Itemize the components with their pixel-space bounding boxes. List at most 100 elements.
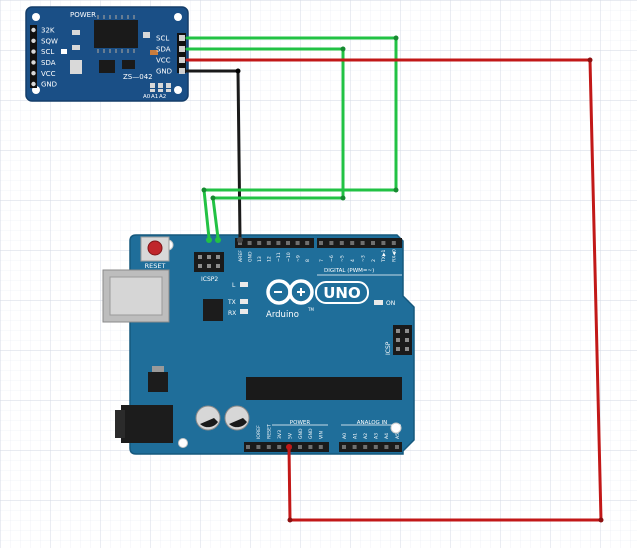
digital-header-right[interactable] — [317, 238, 402, 248]
power-pin-label: 3V3 — [277, 430, 283, 439]
rtc-mount-hole — [174, 13, 182, 21]
power-pin[interactable] — [246, 445, 250, 449]
digital-pin-label: ~6 — [329, 255, 335, 262]
digital-pin[interactable] — [339, 241, 344, 245]
arduino-brand-label: Arduino — [266, 310, 299, 320]
digital-pin[interactable] — [350, 241, 355, 245]
voltage-regulator — [148, 372, 168, 392]
tx-led — [240, 299, 248, 304]
rtc-left-pin[interactable] — [31, 38, 36, 43]
analog-pin[interactable] — [373, 445, 378, 449]
digital-pin[interactable] — [371, 241, 375, 245]
digital-pin[interactable] — [286, 241, 290, 245]
digital-pin[interactable] — [276, 241, 281, 245]
power-pin[interactable] — [298, 445, 302, 449]
digital-pin[interactable] — [319, 241, 323, 245]
rtc-component — [70, 60, 82, 74]
rtc-power-label: POWER — [70, 11, 96, 19]
rtc-component — [143, 32, 150, 38]
rtc-mount-hole — [174, 86, 182, 94]
analog-pin[interactable] — [395, 445, 399, 449]
rtc-left-pin-label: SCL — [41, 48, 54, 56]
reset-button-cap[interactable] — [147, 240, 163, 256]
digital-pin[interactable] — [295, 241, 300, 245]
digital-pin-label: ~3 — [360, 255, 366, 262]
power-pin[interactable] — [256, 445, 261, 449]
rtc-resistor — [150, 50, 158, 55]
digital-label: DIGITAL (PWM=~) — [324, 268, 374, 274]
rtc-right-pins — [179, 35, 185, 74]
power-pin[interactable] — [266, 445, 271, 449]
small-chip — [122, 60, 135, 69]
on-led-label: ON — [386, 300, 395, 307]
digital-pin[interactable] — [305, 241, 310, 245]
analog-header[interactable] — [339, 442, 402, 452]
rtc-left-pin[interactable] — [31, 60, 36, 65]
power-pin[interactable] — [318, 445, 323, 449]
digital-pin[interactable] — [247, 241, 252, 245]
icsp-label: ICSP — [385, 341, 392, 355]
trademark-label: TM — [307, 307, 314, 312]
digital-pin-label: AREF — [238, 250, 244, 262]
digital-pin[interactable] — [329, 241, 334, 245]
power-pin-label: GND — [298, 428, 304, 439]
digital-header-left[interactable] — [235, 238, 314, 248]
power-pin-label: RESET — [267, 424, 273, 439]
arduino-logo — [266, 279, 314, 305]
l-led — [240, 282, 248, 287]
digital-pin-label: ~9 — [295, 255, 301, 262]
rtc-right-pin[interactable] — [179, 46, 185, 52]
rtc-left-pin-label: SQW — [41, 37, 58, 45]
digital-pin-label: ~5 — [340, 255, 346, 262]
icsp2-pins — [198, 255, 220, 268]
power-pin[interactable] — [308, 445, 313, 449]
rtc-left-header[interactable] — [30, 25, 37, 88]
power-pin-label: IOREF — [256, 425, 262, 439]
mounting-hole — [178, 438, 188, 448]
tx-led-label: TX — [227, 299, 236, 306]
analog-pin[interactable] — [352, 445, 357, 449]
analog-pin[interactable] — [384, 445, 389, 449]
digital-pin[interactable] — [381, 241, 386, 245]
digital-pin[interactable] — [360, 241, 365, 245]
analog-pin-label: A1 — [352, 433, 358, 439]
rtc-left-pin[interactable] — [31, 49, 36, 54]
atmega-chip — [246, 377, 402, 400]
l-led-label: L — [232, 282, 236, 289]
on-led — [374, 300, 383, 305]
rtc-mount-hole — [32, 13, 40, 21]
digital-pin[interactable] — [266, 241, 271, 245]
rtc-right-pin[interactable] — [179, 35, 185, 41]
digital-pin[interactable] — [391, 241, 396, 245]
rtc-right-pin[interactable] — [179, 68, 185, 74]
analog-pin[interactable] — [363, 445, 368, 449]
power-pin-label: GND — [308, 428, 314, 439]
power-section-label: POWER — [290, 420, 311, 426]
rtc-model-label: ZS—042 — [123, 73, 153, 81]
uno-label: UNO — [323, 284, 361, 302]
analog-pin[interactable] — [342, 445, 346, 449]
ds3231-chip — [94, 20, 138, 48]
rtc-right-pin-label: VCC — [156, 57, 171, 65]
power-pin[interactable] — [277, 445, 282, 449]
rtc-right-pin[interactable] — [179, 57, 185, 63]
rtc-left-pin[interactable] — [31, 27, 36, 33]
address-label: A0 — [143, 94, 151, 100]
rtc-right-header[interactable] — [177, 33, 186, 73]
bottom-pin-holes — [246, 445, 399, 449]
rtc-left-pin[interactable] — [31, 81, 36, 87]
rtc-right-pin-label: GND — [156, 68, 172, 76]
rtc-left-pin[interactable] — [31, 71, 36, 76]
rtc-component — [72, 30, 80, 35]
digital-pin-label: 8 — [305, 259, 311, 262]
rtc-right-pin-label: SDA — [156, 46, 171, 54]
regulator-tab — [152, 366, 164, 372]
analog-pin-label: A2 — [363, 433, 369, 439]
digital-pin[interactable] — [257, 241, 262, 245]
digital-pin-label: 7 — [319, 259, 325, 262]
